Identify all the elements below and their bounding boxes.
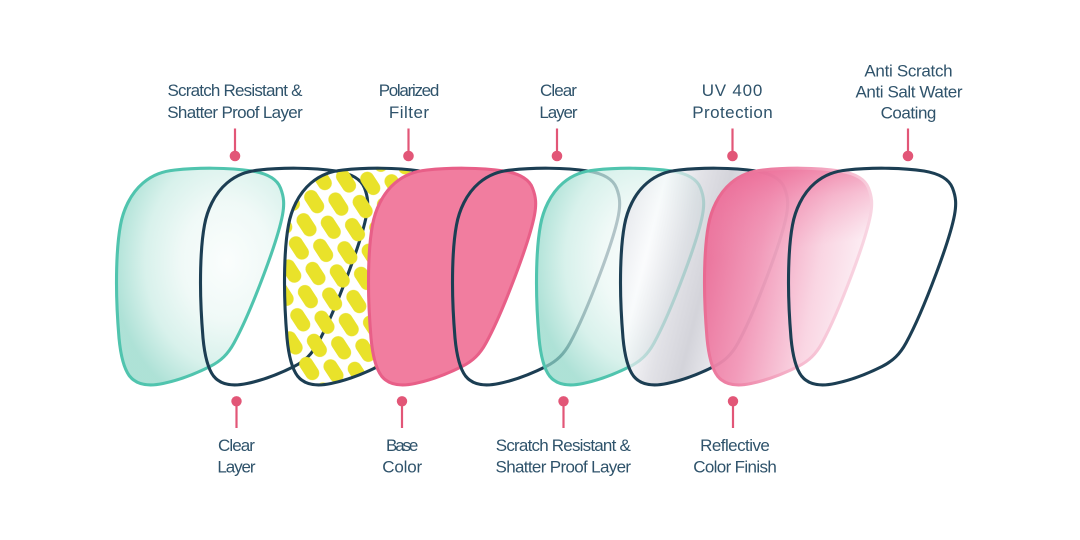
svg-text:Anti Salt Water: Anti Salt Water: [856, 83, 963, 102]
svg-text:Shatter Proof Layer: Shatter Proof Layer: [496, 458, 632, 477]
svg-text:Protection: Protection: [692, 103, 773, 122]
svg-text:Anti Scratch: Anti Scratch: [864, 62, 952, 81]
svg-text:Polarized: Polarized: [379, 81, 440, 100]
svg-text:Layer: Layer: [217, 458, 256, 477]
svg-text:Coating: Coating: [881, 104, 937, 123]
svg-text:UV 400: UV 400: [702, 81, 763, 100]
svg-text:Reflective: Reflective: [700, 436, 770, 455]
svg-text:Color: Color: [382, 458, 422, 477]
svg-text:Clear: Clear: [218, 436, 255, 455]
svg-text:Clear: Clear: [540, 81, 577, 100]
svg-text:Shatter Proof Layer: Shatter Proof Layer: [167, 103, 303, 122]
svg-text:Base: Base: [386, 436, 418, 455]
svg-text:Filter: Filter: [389, 103, 430, 122]
svg-text:Scratch Resistant &: Scratch Resistant &: [496, 436, 632, 455]
svg-text:Color Finish: Color Finish: [693, 458, 777, 477]
svg-text:Layer: Layer: [539, 103, 578, 122]
svg-text:Scratch Resistant &: Scratch Resistant &: [168, 81, 304, 100]
